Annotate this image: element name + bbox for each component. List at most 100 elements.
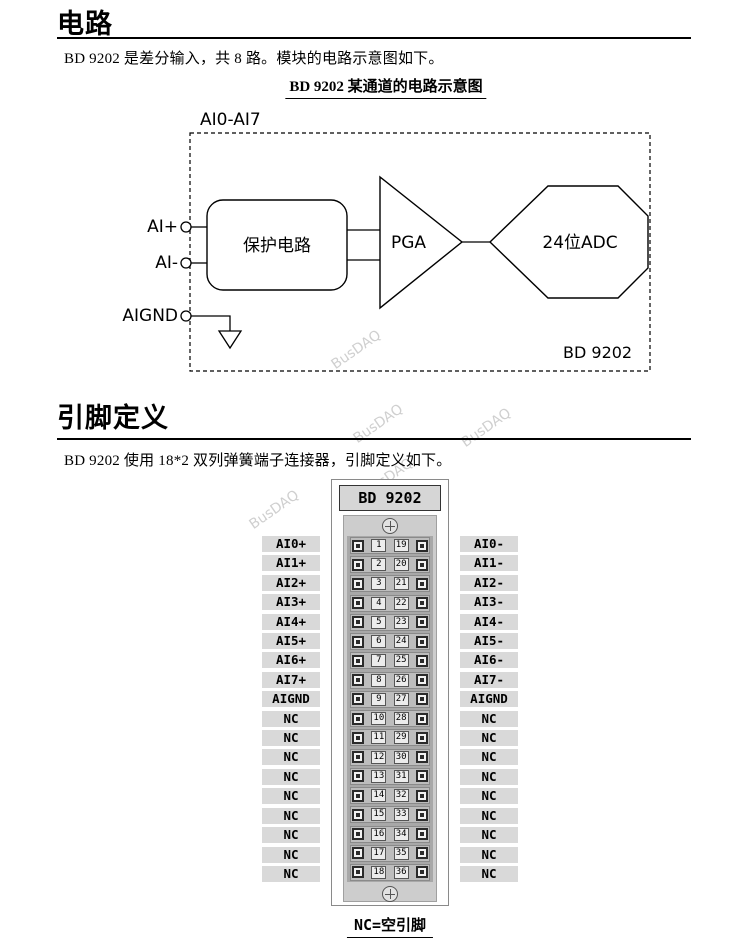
pga-label: PGA: [391, 233, 426, 253]
pin-number-left: 16: [371, 827, 387, 841]
pin-number-right: 35: [393, 846, 409, 860]
pin-label-left: NC: [262, 730, 320, 747]
terminal-row: 14 32: [350, 787, 430, 805]
pin-label-right: NC: [460, 768, 518, 785]
pins-paragraph: BD 9202 使用 18*2 双列弹簧端子连接器，引脚定义如下。: [64, 453, 452, 469]
terminal-clamp-icon: [415, 558, 428, 571]
pin-number-left: 14: [371, 789, 387, 803]
pin-number-left: 5: [371, 615, 387, 629]
pin-label-left: NC: [262, 807, 320, 824]
pin-number-right: 32: [393, 789, 409, 803]
circuit-diagram: AI0-AI7 AI+ AI- AIGND 保护电路 PGA 24位ADC BD…: [122, 110, 651, 372]
pin-label-right: NC: [460, 807, 518, 824]
pin-number-right: 33: [393, 808, 409, 822]
pin-label-right: AIGND: [460, 691, 518, 708]
terminal-clamp-icon: [352, 654, 364, 667]
terminal-clamp-icon: [415, 616, 428, 629]
pin-label-right: AI0-: [460, 536, 518, 552]
terminal-clamp-icon: [352, 847, 364, 860]
pin-number-left: 12: [371, 750, 387, 764]
figure1-caption: BD 9202 某通道的电路示意图: [285, 75, 487, 99]
section-title-pins: 引脚定义: [57, 403, 169, 434]
protection-circuit-label: 保护电路: [243, 236, 311, 256]
pin-label-right: AI3-: [460, 594, 518, 611]
terminal-clamp-icon: [415, 712, 428, 725]
terminal-clamp-icon: [352, 635, 364, 648]
terminal-clamp-icon: [352, 751, 364, 764]
pin-label-left: NC: [262, 827, 320, 844]
pin-number-right: 36: [393, 865, 409, 879]
pin-label-left: AIGND: [262, 691, 320, 708]
terminal-clamp-icon: [415, 789, 428, 802]
terminal-clamp-icon: [415, 731, 428, 744]
terminal-clamp-icon: [415, 654, 428, 667]
module-boundary-box: [189, 132, 651, 372]
section-divider: [57, 37, 691, 39]
pin-label-right: NC: [460, 827, 518, 844]
pin-label-left: NC: [262, 768, 320, 785]
pin-number-right: 34: [393, 827, 409, 841]
terminal-clamp-icon: [352, 731, 364, 744]
pin-label-left: AI0+: [262, 536, 320, 552]
pin-number-right: 21: [393, 577, 409, 591]
terminal-clamp-icon: [352, 577, 364, 590]
pin-label-left: NC: [262, 749, 320, 766]
pin-label-left: NC: [262, 846, 320, 863]
adc-label: 24位ADC: [542, 233, 617, 253]
pin-number-left: 17: [371, 846, 387, 860]
pin-label-left: AI7+: [262, 671, 320, 688]
pin-label-left: AI5+: [262, 633, 320, 650]
pin-number-left: 1: [371, 539, 387, 552]
pin-number-left: 4: [371, 596, 387, 610]
terminal-clamp-icon: [415, 693, 428, 706]
section-title-circuit: 电路: [57, 9, 113, 40]
protection-circuit-block: [206, 199, 348, 291]
pin-label-right: NC: [460, 846, 518, 863]
wire: [191, 315, 231, 331]
terminal-clamp-icon: [415, 539, 428, 552]
pin-number-left: 13: [371, 769, 387, 783]
screw-icon: [382, 886, 398, 902]
pin-label-left: AI3+: [262, 594, 320, 611]
terminal-clamp-icon: [415, 808, 428, 821]
pin-number-left: 18: [371, 865, 387, 879]
pin-label-left: AI2+: [262, 574, 320, 591]
pin-number-right: 25: [393, 654, 409, 668]
pin-label-right: AI7-: [460, 671, 518, 688]
pin-number-right: 19: [393, 539, 409, 552]
pin-label-right: AI4-: [460, 613, 518, 630]
terminal-clamp-icon: [415, 828, 428, 841]
ai-minus-label: AI-: [155, 253, 178, 273]
connector-title: BD 9202: [339, 485, 441, 511]
terminal-clamp-icon: [352, 539, 364, 552]
pin-number-right: 30: [393, 750, 409, 764]
terminal-clamp-icon: [415, 577, 428, 590]
terminal-clamp-icon: [415, 635, 428, 648]
screw-icon: [382, 518, 398, 534]
pin-label-left: AI4+: [262, 613, 320, 630]
terminal-clamp-icon: [352, 712, 364, 725]
pin-label-left: NC: [262, 710, 320, 727]
pin-number-left: 2: [371, 558, 387, 572]
pin-label-right: NC: [460, 749, 518, 766]
pga-amplifier-block: [379, 175, 464, 310]
aignd-terminal-icon: [180, 310, 192, 322]
pin-label-right: AI1-: [460, 555, 518, 572]
pin-label-right: AI2-: [460, 574, 518, 591]
ai-minus-terminal-icon: [180, 257, 192, 269]
pin-number-left: 9: [371, 692, 387, 706]
